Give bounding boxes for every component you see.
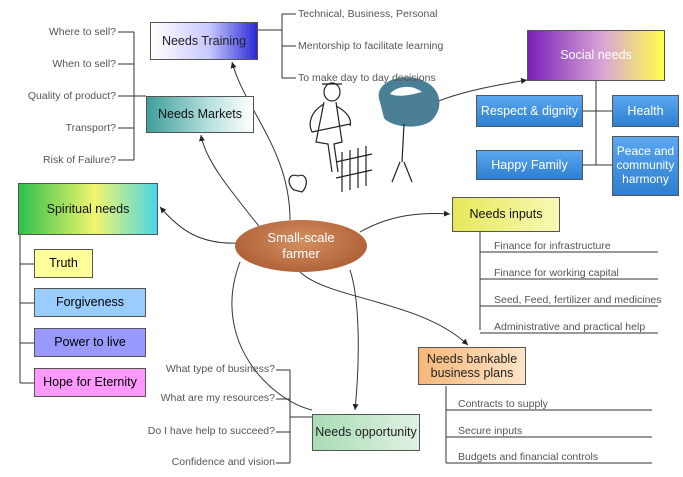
forgiveness-label: Forgiveness (55, 295, 125, 310)
happy-family-box: Happy Family (476, 150, 583, 180)
markets-item: Transport? (65, 122, 116, 134)
inputs-item: Finance for infrastructure (494, 240, 611, 252)
social-needs-title: Social needs (560, 48, 632, 63)
needs-markets-title: Needs Markets (157, 107, 243, 122)
truth-box: Truth (34, 249, 93, 278)
health-label: Health (627, 103, 664, 118)
needs-training-title: Needs Training (161, 33, 247, 48)
inputs-item: Administrative and practical help (494, 321, 646, 333)
opportunity-item: Do I have help to succeed? (147, 425, 275, 437)
peace-harmony-box: Peace and community harmony (612, 136, 679, 196)
training-item: To make day to day decisions (298, 72, 436, 84)
hope-for-eternity-label: Hope for Eternity (43, 375, 137, 390)
markets-item: When to sell? (52, 58, 116, 70)
power-to-live-box: Power to live (34, 328, 146, 357)
inputs-item: Finance for working capital (494, 267, 619, 279)
training-item: Mentorship to facilitate learning (298, 40, 444, 52)
spiritual-needs-node: Spiritual needs (18, 183, 158, 235)
hope-for-eternity-box: Hope for Eternity (34, 368, 146, 397)
center-node: Small-scale farmer (235, 220, 367, 272)
bankable-item: Budgets and financial controls (458, 451, 599, 463)
bankable-item: Contracts to supply (458, 398, 548, 410)
happy-family-label: Happy Family (491, 157, 568, 172)
bankable-item: Secure inputs (458, 425, 523, 437)
respect-dignity-label: Respect & dignity (480, 103, 579, 118)
peace-harmony-label: Peace and community harmony (616, 144, 675, 186)
needs-opportunity-title: Needs opportunity (315, 425, 417, 440)
needs-training-node: Needs Training (150, 22, 258, 60)
health-box: Health (612, 95, 679, 127)
bankable-plans-node: Needs bankable business plans (418, 347, 526, 385)
bankable-plans-title: Needs bankable business plans (426, 351, 518, 380)
markets-item: Risk of Failure? (43, 154, 116, 166)
forgiveness-box: Forgiveness (34, 288, 146, 317)
markets-item: Quality of product? (27, 90, 116, 102)
markets-item: Where to sell? (48, 26, 116, 38)
social-needs-node: Social needs (527, 30, 665, 81)
spiritual-needs-title: Spiritual needs (46, 201, 130, 216)
needs-opportunity-node: Needs opportunity (312, 414, 420, 451)
truth-label: Truth (49, 256, 78, 271)
center-line-2: farmer (282, 246, 320, 261)
farmer-illustration (288, 77, 440, 193)
opportunity-item: What type of business? (165, 363, 275, 375)
opportunity-item: What are my resources? (160, 392, 275, 404)
needs-inputs-title: Needs inputs (469, 207, 543, 222)
needs-markets-node: Needs Markets (146, 96, 254, 133)
training-item: Technical, Business, Personal (298, 8, 438, 20)
inputs-item: Seed, Feed, fertilizer and medicines (494, 294, 662, 306)
center-line-1: Small-scale (267, 230, 335, 246)
opportunity-item: Confidence and vision (171, 456, 275, 468)
power-to-live-label: Power to live (54, 335, 126, 350)
needs-inputs-node: Needs inputs (452, 197, 560, 232)
respect-dignity-box: Respect & dignity (476, 95, 583, 127)
